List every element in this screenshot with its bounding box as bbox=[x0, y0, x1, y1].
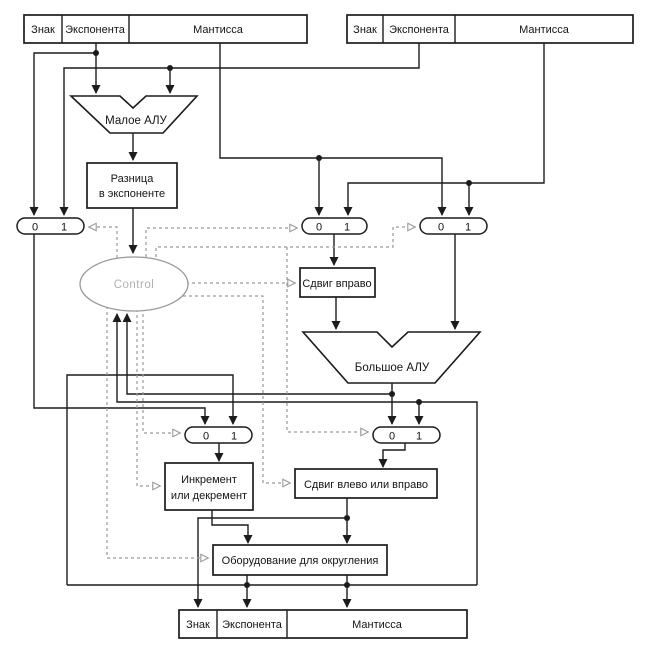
wire-left-exponent-to-mux1-0 bbox=[29, 52, 96, 216]
junction-dots bbox=[93, 50, 472, 588]
junction-dot bbox=[93, 50, 99, 56]
mux1-shape bbox=[16, 217, 85, 235]
mux-mantissa-b-select: 0 1 bbox=[419, 217, 488, 235]
wire-sign-to-result-register bbox=[193, 517, 347, 608]
shift-right-frame bbox=[299, 267, 376, 298]
control-ellipse bbox=[79, 256, 189, 312]
junction-dot bbox=[344, 582, 350, 588]
big-alu-label: Большое АЛУ bbox=[355, 362, 430, 374]
control-signal-to-inc-dec bbox=[136, 309, 160, 486]
data-wires bbox=[29, 43, 545, 608]
control-unit: Control bbox=[79, 256, 189, 312]
control-signal-to-mux1 bbox=[89, 227, 118, 258]
shift-left-right-box: Сдвиг влево или вправо bbox=[294, 468, 438, 499]
inc-dec-label-line1: Инкремент bbox=[181, 474, 237, 486]
shift-left-right-label: Сдвиг влево или вправо bbox=[304, 479, 428, 491]
control-signal-to-mux4 bbox=[142, 308, 180, 433]
junction-dot bbox=[416, 399, 422, 405]
register-top-left-exponent-label: Экспонента bbox=[65, 24, 126, 36]
control-signal-to-rounding bbox=[106, 306, 208, 558]
wire-feedback-right-loop-to-control bbox=[112, 313, 478, 585]
junction-dot bbox=[466, 180, 472, 186]
inc-dec-box: Инкремент или декремент bbox=[164, 462, 254, 511]
register-top-right-sign-label: Знак bbox=[353, 24, 377, 36]
register-top-left: Знак Экспонента Мантисса bbox=[23, 14, 308, 44]
control-signal-to-mux2 bbox=[145, 228, 297, 257]
register-result-sign-label: Знак bbox=[186, 619, 210, 631]
mux-normalize-select: 0 1 bbox=[372, 426, 441, 444]
wire-mux1-to-mux4-0 bbox=[33, 234, 210, 425]
big-alu-shape bbox=[301, 331, 482, 384]
wire-feedback-left-loop-to-mux4-1 bbox=[66, 374, 238, 585]
mux4-shape bbox=[184, 426, 253, 444]
wire-right-exponent-to-mux1-1 bbox=[59, 43, 420, 216]
control-signal-to-mux3 bbox=[155, 227, 415, 257]
junction-dot bbox=[167, 65, 173, 71]
inc-dec-frame bbox=[164, 462, 254, 511]
mux5-one-label: 1 bbox=[416, 431, 422, 443]
register-top-left-mantissa-label: Мантисса bbox=[193, 24, 244, 36]
mux2-zero-label: 0 bbox=[316, 222, 322, 234]
mux3-zero-label: 0 bbox=[438, 222, 444, 234]
rounding-frame bbox=[212, 544, 388, 576]
register-result-exponent-label: Экспонента bbox=[222, 619, 283, 631]
control-signal-to-mux5 bbox=[286, 247, 368, 432]
mux-exponent-select: 0 1 bbox=[16, 217, 85, 235]
exp-diff-label-line1: Разница bbox=[111, 173, 155, 185]
small-alu-label: Малое АЛУ bbox=[105, 115, 167, 127]
junction-dot bbox=[244, 582, 250, 588]
shift-left-right-frame bbox=[294, 468, 438, 499]
register-top-right-exponent-label: Экспонента bbox=[389, 24, 450, 36]
register-top-left-sign-label: Знак bbox=[31, 24, 55, 36]
register-result: Знак Экспонента Мантисса bbox=[178, 609, 468, 639]
big-alu: Большое АЛУ bbox=[301, 331, 482, 384]
exp-diff-label-line2: в экспоненте bbox=[99, 188, 165, 200]
small-alu-shape bbox=[68, 95, 199, 134]
control-signal-wires bbox=[89, 227, 415, 558]
mux5-shape bbox=[372, 426, 441, 444]
control-signal-to-shift-lr bbox=[183, 295, 290, 483]
mux1-one-label: 1 bbox=[61, 222, 67, 234]
shift-right-box: Сдвиг вправо bbox=[299, 267, 376, 298]
mux3-one-label: 1 bbox=[465, 222, 471, 234]
rounding-box: Оборудование для округления bbox=[212, 544, 388, 576]
junction-dot bbox=[344, 515, 350, 521]
wire-left-mantissa-to-mux3-0 bbox=[219, 43, 447, 216]
junction-dot bbox=[389, 391, 395, 397]
wire-mux5-to-shift-lr bbox=[378, 443, 406, 468]
rounding-label: Оборудование для округления bbox=[222, 555, 379, 567]
control-label: Control bbox=[114, 279, 155, 291]
junction-dot bbox=[316, 155, 322, 161]
mux-exponent-adjust-select: 0 1 bbox=[184, 426, 253, 444]
mux-mantissa-a-select: 0 1 bbox=[301, 217, 368, 235]
mux4-one-label: 1 bbox=[231, 431, 237, 443]
mux2-one-label: 1 bbox=[344, 222, 350, 234]
mux2-shape bbox=[301, 217, 368, 235]
mux4-zero-label: 0 bbox=[203, 431, 209, 443]
register-top-right: Знак Экспонента Мантисса bbox=[346, 14, 634, 44]
wire-inc-dec-to-rounding bbox=[211, 510, 253, 544]
exp-diff-frame bbox=[86, 162, 178, 209]
small-alu: Малое АЛУ bbox=[68, 95, 199, 134]
mux5-zero-label: 0 bbox=[389, 431, 395, 443]
register-top-right-mantissa-label: Мантисса bbox=[519, 24, 570, 36]
register-result-mantissa-label: Мантисса bbox=[352, 619, 403, 631]
mux3-shape bbox=[419, 217, 488, 235]
register-result-frame bbox=[178, 609, 468, 639]
shift-right-label: Сдвиг вправо bbox=[302, 278, 371, 290]
exp-diff-box: Разница в экспоненте bbox=[86, 162, 178, 209]
wire-right-mantissa-to-mux2-1 bbox=[343, 43, 545, 216]
inc-dec-label-line2: или декремент bbox=[171, 490, 247, 502]
mux1-zero-label: 0 bbox=[32, 222, 38, 234]
register-top-right-frame bbox=[346, 14, 634, 44]
wire-big-alu-result-to-control bbox=[122, 313, 392, 395]
register-top-left-frame bbox=[23, 14, 308, 44]
